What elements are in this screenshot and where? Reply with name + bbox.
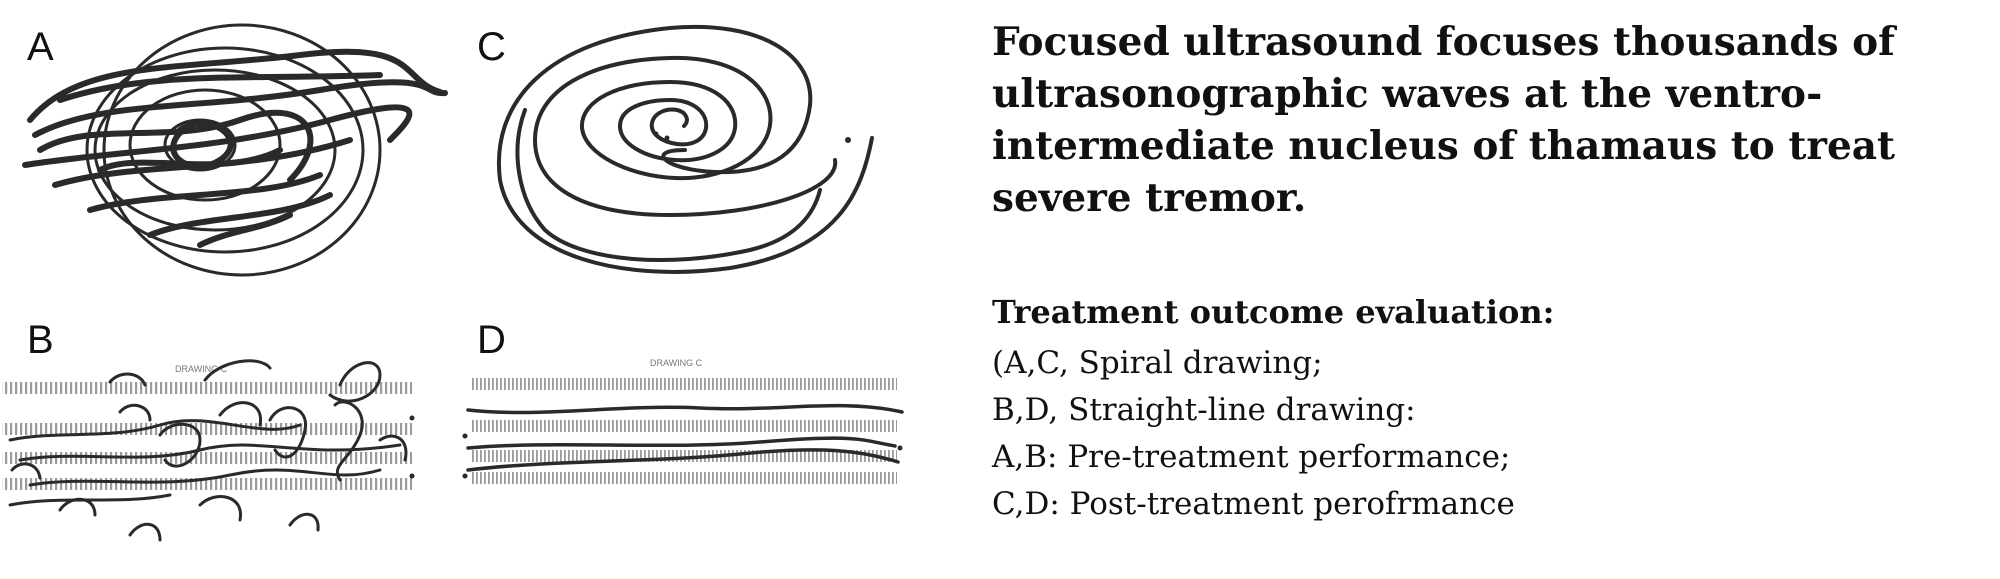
evaluation-heading: Treatment outcome evaluation: [992, 293, 1555, 331]
panel-c-label: C [477, 25, 506, 69]
panel-c: C [470, 0, 890, 300]
pre-treatment-line-drawing [2, 359, 415, 542]
evaluation-line: A,B: Pre-treatment performance; [992, 439, 1511, 475]
post-treatment-spiral-drawing [496, 24, 874, 274]
panel-d-sheet-caption: DRAWING C [650, 358, 703, 368]
headline: Focused ultrasound focuses thousands of … [992, 19, 1896, 221]
post-treatment-line-drawing [462, 378, 904, 484]
panel-b-label: B [27, 318, 54, 362]
evaluation-line: (A,C, Spiral drawing; [992, 345, 1323, 381]
panel-b-sheet-caption: DRAWING C [175, 364, 228, 374]
panel-a-label: A [27, 25, 54, 69]
panel-a: A [0, 0, 470, 300]
panel-b: B DRAWING C [0, 300, 460, 579]
evaluation-list: (A,C, Spiral drawing; B,D, Straight-line… [992, 340, 1515, 528]
panel-d-label: D [477, 318, 506, 362]
evaluation-line: B,D, Straight-line drawing: [992, 392, 1416, 428]
evaluation-line: C,D: Post-treatment perofrmance [992, 486, 1515, 522]
pre-treatment-spiral-drawing [22, 23, 448, 277]
panel-d: D DRAWING C [460, 300, 910, 579]
